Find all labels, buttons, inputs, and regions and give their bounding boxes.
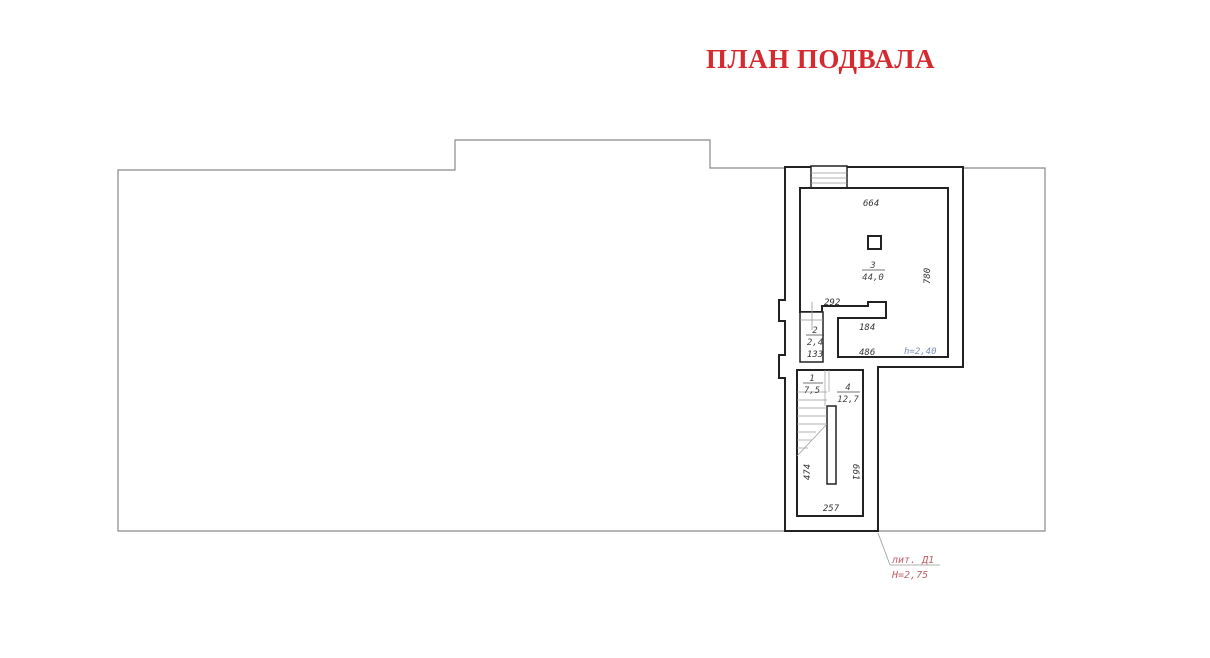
- dim-room4-right: 661: [850, 464, 860, 480]
- dim-notch-depth: 184: [859, 323, 875, 333]
- building-outline-right: [878, 167, 1046, 532]
- room-height: h=2,40: [904, 347, 937, 357]
- room-2: [799, 311, 824, 363]
- dim-notch-width: 292: [824, 298, 840, 308]
- liter-leader: [877, 532, 940, 566]
- liter-label: лит. Д1: [891, 555, 934, 566]
- dim-room4-left: 474: [803, 464, 813, 480]
- entrance-stairs: [810, 165, 848, 189]
- room-4-partition: [826, 405, 837, 485]
- plan-title: ПЛАН ПОДВАЛА: [706, 44, 936, 74]
- room-1-number: 1: [809, 374, 814, 384]
- stairs: [796, 370, 830, 457]
- dim-room3-width: 664: [863, 199, 879, 209]
- building-outline: [117, 139, 785, 532]
- room-1-area: 7,5: [804, 386, 820, 396]
- room-3-number: 3: [869, 261, 875, 271]
- dim-room4-bottom: 257: [823, 504, 840, 514]
- room-4-area: 12,7: [837, 395, 859, 405]
- dim-room3-length: 780: [923, 268, 933, 284]
- column: [867, 235, 882, 250]
- room-4-number: 4: [845, 383, 850, 393]
- room-2-area: 2,4: [807, 338, 823, 348]
- dim-room3-bottom: 486: [859, 348, 875, 358]
- liter-height: H=2,75: [891, 570, 928, 581]
- room-3-area: 44,0: [862, 273, 884, 283]
- dim-room2-width: 133: [807, 350, 823, 360]
- room-2-number: 2: [812, 326, 817, 336]
